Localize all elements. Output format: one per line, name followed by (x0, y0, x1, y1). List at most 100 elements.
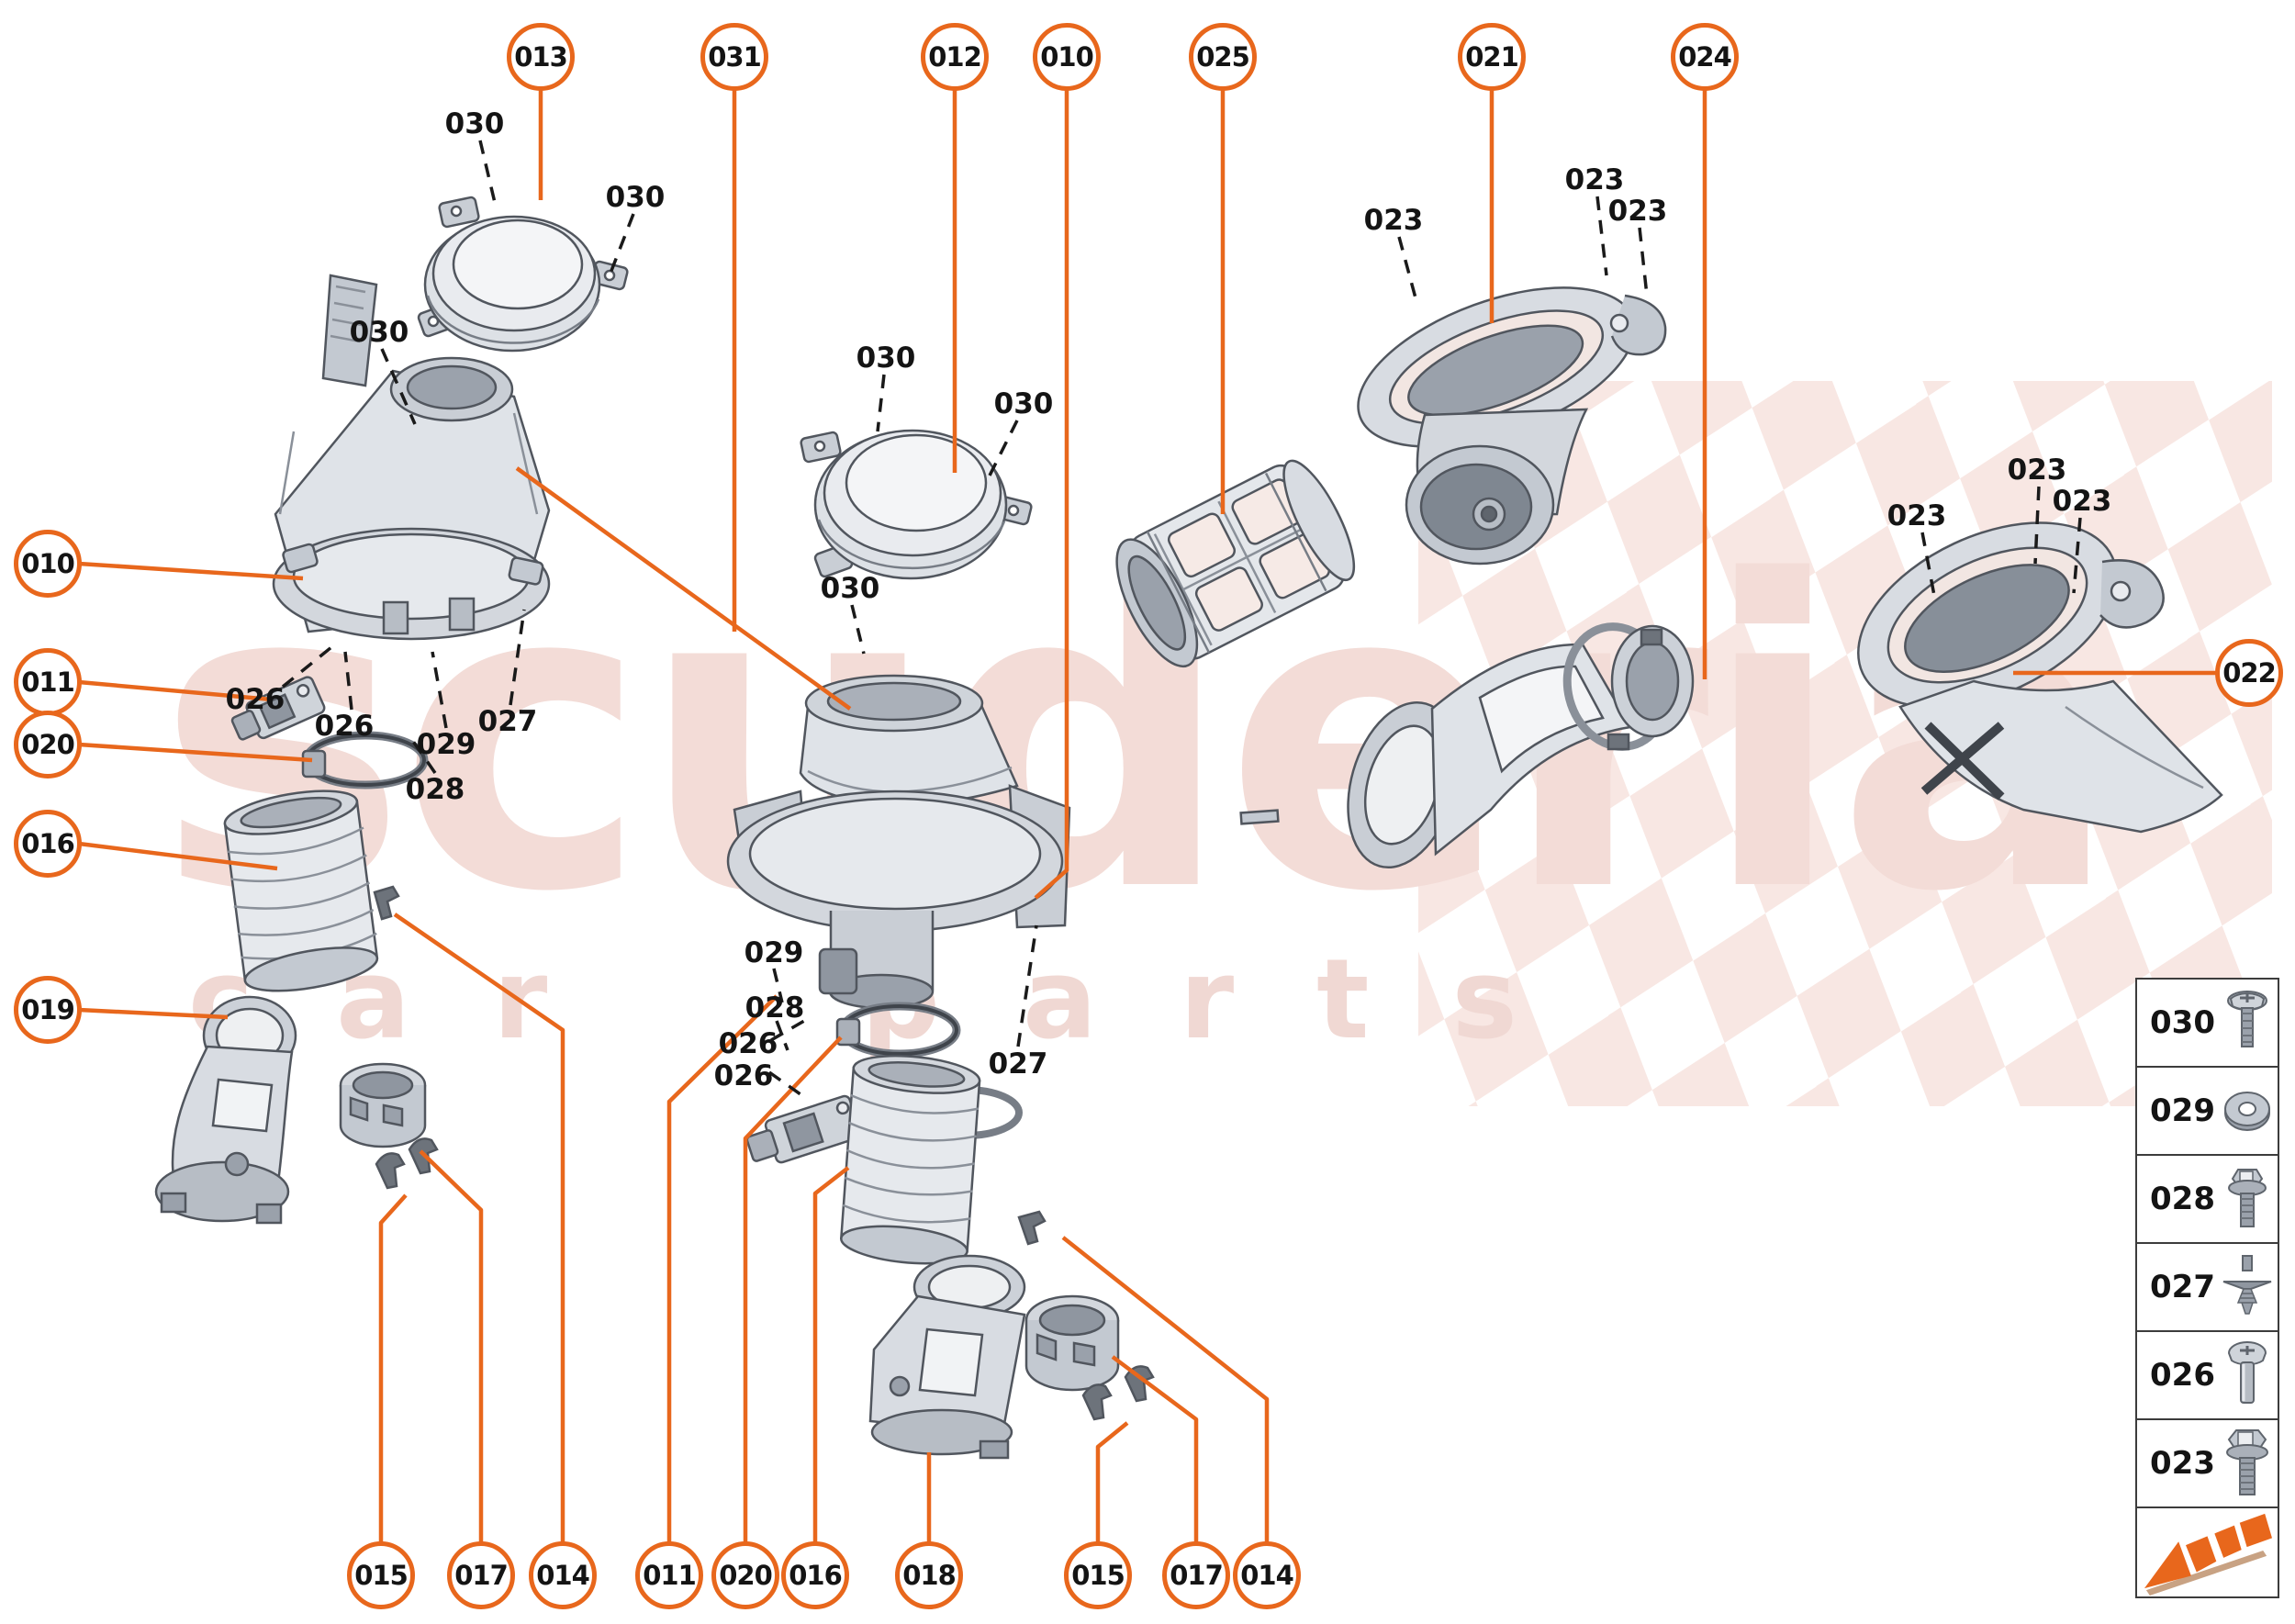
part-label-dashed-line (509, 609, 526, 706)
part-number-label-023: 023 (1564, 163, 1625, 196)
callout-020[interactable]: 020 (14, 711, 82, 778)
legend-label: 023 (2150, 1445, 2215, 1482)
callout-011[interactable]: 011 (635, 1541, 703, 1609)
part-label-dashed-line (281, 642, 338, 689)
legend-row-026[interactable]: 026 (2137, 1332, 2278, 1420)
brand-arrow-logo (2137, 1508, 2278, 1596)
callout-013[interactable]: 013 (507, 23, 575, 91)
callout-024[interactable]: 024 (1671, 23, 1739, 91)
legend-row-030[interactable]: 030 (2137, 980, 2278, 1068)
part-number-label-030: 030 (349, 316, 409, 349)
callout-019[interactable]: 019 (14, 976, 82, 1044)
part-025-filter[interactable] (1101, 449, 1369, 678)
part-label-dashed-line (876, 374, 886, 432)
part-014-clip-center[interactable] (1017, 1210, 1047, 1246)
callout-016[interactable]: 016 (781, 1541, 849, 1609)
part-label-dashed-line (2072, 517, 2082, 594)
callout-021[interactable]: 021 (1458, 23, 1526, 91)
part-number-label-026: 026 (225, 683, 285, 716)
part-label-dashed-line (2033, 486, 2041, 565)
callout-010[interactable]: 010 (1033, 23, 1101, 91)
flange-bolt-icon (2216, 1162, 2278, 1236)
callout-leader-line (1111, 1355, 1199, 1542)
part-label-dashed-line (410, 739, 437, 774)
part-number-label-030: 030 (993, 387, 1054, 420)
part-label-dashed-line (1595, 196, 1608, 276)
part-014-clip-left[interactable] (373, 885, 400, 921)
part-number-label-023: 023 (1886, 499, 1947, 532)
part-number-label-030: 030 (856, 342, 916, 375)
part-011-sensor-left[interactable] (228, 676, 326, 747)
part-label-dashed-line (431, 651, 448, 729)
part-010-housing-left[interactable] (272, 274, 551, 641)
callout-012[interactable]: 012 (921, 23, 989, 91)
callout-018[interactable]: 018 (895, 1541, 963, 1609)
washer-icon (2216, 1074, 2278, 1148)
callout-leader-line (378, 1193, 408, 1542)
part-label-dashed-line (1920, 532, 1937, 601)
part-number-label-026: 026 (713, 1059, 774, 1092)
callout-leader-line (1061, 1236, 1270, 1542)
pan-head-screw-icon (2216, 986, 2278, 1059)
callout-015[interactable]: 015 (1064, 1541, 1132, 1609)
part-label-dashed-line (380, 348, 417, 425)
part-number-label-029: 029 (744, 936, 804, 969)
part-number-label-026: 026 (314, 710, 375, 743)
long-pan-screw-icon (2216, 1338, 2278, 1412)
legend-row-023[interactable]: 023 (2137, 1420, 2278, 1508)
part-number-label-030: 030 (820, 572, 880, 605)
part-number-label-028: 028 (744, 991, 805, 1025)
callout-011[interactable]: 011 (14, 648, 82, 716)
callout-020[interactable]: 020 (711, 1541, 779, 1609)
callout-017[interactable]: 017 (447, 1541, 515, 1609)
part-016-hose-center[interactable] (834, 1050, 987, 1269)
callout-leader-line (419, 1149, 484, 1542)
part-013-cover[interactable] (417, 196, 629, 353)
part-label-dashed-line (775, 1020, 789, 1051)
part-number-label-030: 030 (444, 107, 505, 140)
callout-014[interactable]: 014 (1233, 1541, 1301, 1609)
part-number-label-030: 030 (605, 181, 666, 214)
part-018-duct[interactable] (868, 1254, 1026, 1460)
part-number-label-027: 027 (477, 705, 538, 738)
callout-031[interactable]: 031 (700, 23, 768, 91)
part-031-housing-center[interactable] (726, 674, 1280, 1010)
part-number-label-029: 029 (416, 728, 476, 761)
legend-label: 030 (2150, 1004, 2215, 1041)
part-022-duct[interactable] (1830, 486, 2223, 834)
part-label-dashed-line (1638, 227, 1649, 297)
part-016-hose-left[interactable] (215, 782, 389, 999)
legend-row-028[interactable]: 028 (2137, 1156, 2278, 1244)
part-017-ring-left[interactable] (339, 1062, 427, 1148)
callout-leader-line (1034, 88, 1069, 900)
part-number-label-023: 023 (1363, 204, 1424, 237)
callout-015[interactable]: 015 (347, 1541, 415, 1609)
callout-leader-line (666, 994, 778, 1542)
callout-010[interactable]: 010 (14, 530, 82, 598)
part-label-dashed-line (1397, 236, 1419, 306)
callout-leader-line (78, 679, 273, 702)
part-number-label-023: 023 (2007, 454, 2067, 487)
part-label-dashed-line (772, 968, 784, 1003)
part-017-ring-center[interactable] (1024, 1294, 1120, 1392)
part-012-cover[interactable] (800, 429, 1033, 580)
part-021-elbow[interactable] (1338, 255, 1667, 566)
callout-016[interactable]: 016 (14, 810, 82, 878)
callout-022[interactable]: 022 (2215, 639, 2283, 707)
callout-leader-line (1095, 1421, 1129, 1542)
legend-label: 027 (2150, 1269, 2215, 1305)
part-024-elbow[interactable] (1330, 616, 1695, 880)
hex-flange-bolt-icon (2216, 1427, 2278, 1500)
part-015-clips-center[interactable] (1081, 1365, 1155, 1421)
callout-014[interactable]: 014 (529, 1541, 597, 1609)
callout-leader-line (515, 466, 852, 711)
part-019-duct[interactable] (154, 995, 297, 1225)
callout-025[interactable]: 025 (1189, 23, 1257, 91)
callout-017[interactable]: 017 (1162, 1541, 1230, 1609)
part-number-label-023: 023 (2052, 485, 2112, 518)
legend-row-027[interactable]: 027 (2137, 1244, 2278, 1332)
part-label-dashed-line (1016, 924, 1038, 1047)
part-020-clamp-center[interactable] (835, 1002, 961, 1058)
legend-row-029[interactable]: 029 (2137, 1068, 2278, 1156)
